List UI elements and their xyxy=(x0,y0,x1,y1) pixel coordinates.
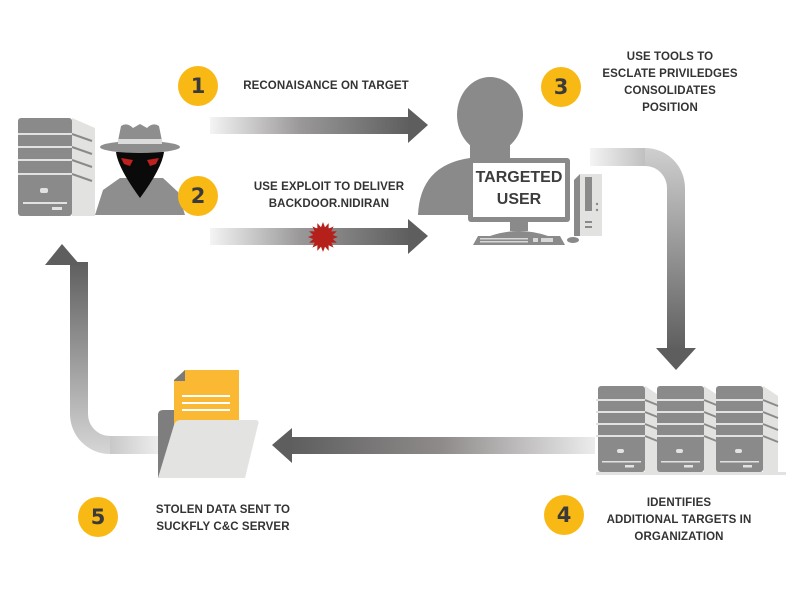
arrow-exfiltrate xyxy=(45,244,160,454)
server-unit xyxy=(596,386,661,475)
targeted-user-label: TARGETED USER xyxy=(475,169,563,208)
step-1-badge: 1 xyxy=(178,66,218,106)
desktop-tower-icon xyxy=(574,174,602,236)
step-1-label: RECONAISANCE ON TARGET xyxy=(243,80,409,92)
step-2-label: USE EXPLOIT TO DELIVER BACKDOOR.NIDIRAN xyxy=(253,181,405,210)
keyboard-icon xyxy=(473,236,565,245)
arrow-recon xyxy=(210,108,428,143)
server-tower-icon xyxy=(18,118,95,216)
arrow-escalate xyxy=(590,148,696,370)
mouse-icon xyxy=(567,237,579,243)
step-4-label: IDENTIFIES ADDITIONAL TARGETS IN ORGANIZ… xyxy=(606,497,752,543)
folder-document-icon xyxy=(158,370,259,478)
exploit-burst-icon xyxy=(308,222,338,252)
arrow-lateral xyxy=(272,428,595,463)
step-4-badge: 4 xyxy=(544,495,584,535)
server-unit xyxy=(655,386,720,475)
server-unit xyxy=(714,386,779,475)
step-5-label: STOLEN DATA SENT TO SUCKFLY C&C SERVER xyxy=(155,504,291,533)
hacker-icon xyxy=(95,124,185,215)
step-3-label: USE TOOLS TO ESCLATE PRIVILEDGES CONSOLI… xyxy=(602,51,738,114)
monitor-icon xyxy=(468,158,570,236)
server-rack-icon xyxy=(596,386,786,475)
step-3-badge: 3 xyxy=(541,67,581,107)
step-2-badge: 2 xyxy=(178,176,218,216)
step-5-badge: 5 xyxy=(78,497,118,537)
